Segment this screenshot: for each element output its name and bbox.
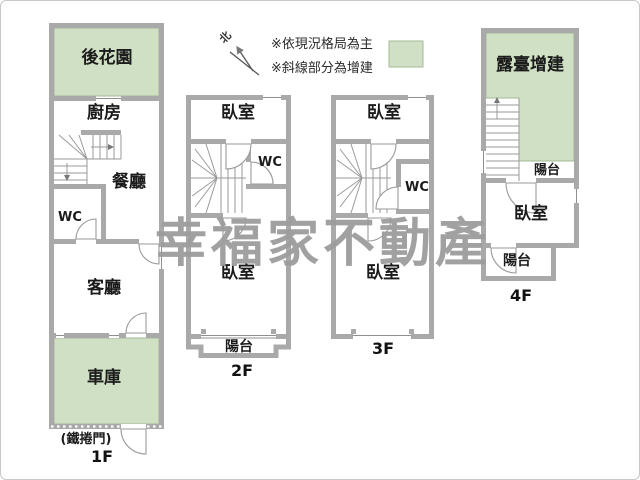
- f1-garden-label: 後花園: [82, 47, 133, 68]
- f3-bedroom-top-label: 臥室: [367, 102, 401, 123]
- f3-walls: [331, 95, 434, 339]
- f3-wc-label: WC: [405, 180, 429, 195]
- f1-living-label: 客廳: [86, 277, 121, 298]
- f1-garden-area: [53, 27, 160, 97]
- f2-wc-label: WC: [258, 155, 282, 170]
- plan-notes: ※依現況格局為主 ※斜線部分為增建: [271, 36, 424, 76]
- floor-1f-plan: 後花園 廚房 餐廳 WC 客廳 車庫 (鐵捲門) 1F: [49, 23, 164, 466]
- f4-balcony-lower-label: 陽台: [503, 252, 531, 269]
- compass-north-indicator: 北: [216, 28, 260, 76]
- f4-balcony-upper-label: 陽台: [534, 162, 560, 178]
- f4-stairs: [486, 97, 520, 181]
- floor-4f-plan: 露臺增建 陽台 臥室 陽台 4F: [481, 28, 579, 305]
- f2-walls: [186, 95, 291, 358]
- f2-balcony-label: 陽台: [225, 338, 253, 355]
- f1-floor-label: 1F: [91, 447, 113, 466]
- f2-bedroom-top-label: 臥室: [221, 102, 255, 123]
- watermark: 幸福家不動產: [155, 214, 491, 274]
- f1-garage-area: [53, 337, 160, 425]
- note-line-1: ※依現況格局為主: [271, 36, 373, 52]
- f2-floor-label: 2F: [231, 361, 253, 380]
- f4-terrace-label: 露臺增建: [496, 54, 564, 75]
- north-label: 北: [216, 28, 234, 46]
- f1-shutter-note: (鐵捲門): [61, 431, 112, 447]
- f4-terrace-area: [485, 32, 575, 162]
- floor-3f-plan: 臥室 WC 臥室 3F: [331, 95, 434, 358]
- f1-doors: [75, 218, 160, 455]
- f3-floor-label: 3F: [372, 339, 394, 358]
- f2-bedroom-bottom-label: 臥室: [221, 262, 255, 283]
- f3-doors: [367, 143, 399, 242]
- f1-stairs: [54, 134, 122, 184]
- f1-wc-label: WC: [58, 210, 82, 225]
- f4-bedroom-label: 臥室: [514, 203, 548, 224]
- note-line-2: ※斜線部分為增建: [271, 60, 373, 76]
- f3-bedroom-bottom-label: 臥室: [366, 262, 400, 283]
- f1-walls: [49, 23, 164, 429]
- f4-walls: [481, 28, 579, 281]
- f2-doors: [222, 143, 274, 242]
- f1-garage-label: 車庫: [87, 367, 121, 388]
- legend-addition-swatch: [388, 40, 424, 68]
- f4-doors: [490, 182, 537, 274]
- f1-kitchen-label: 廚房: [87, 102, 121, 123]
- floor-2f-plan: 臥室 WC 臥室 陽台 2F: [186, 95, 291, 380]
- f4-floor-label: 4F: [510, 286, 532, 305]
- f1-dining-label: 餐廳: [112, 171, 146, 192]
